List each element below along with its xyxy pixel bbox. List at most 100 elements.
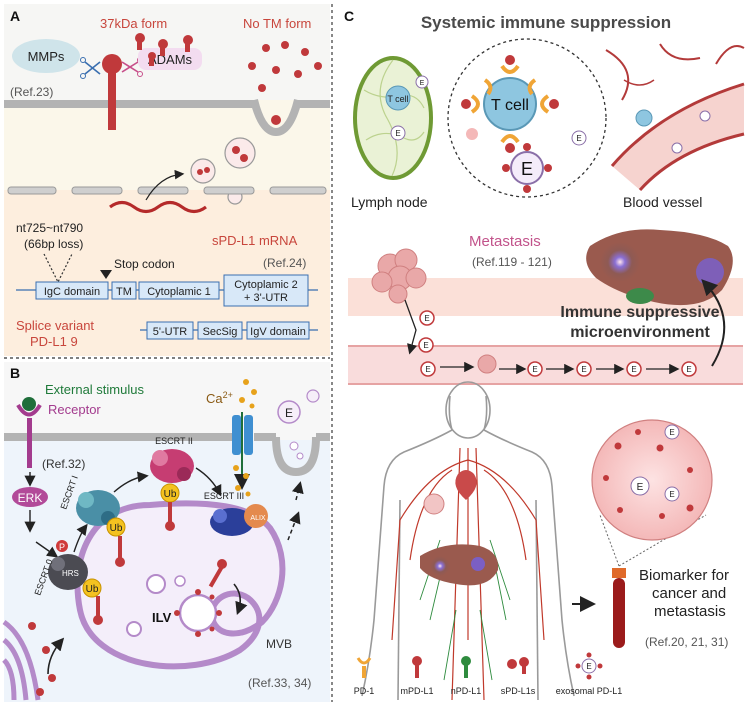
legend-npdl1-icon: [461, 656, 471, 678]
lymph-exosome-2: E: [415, 75, 429, 89]
receptor-label: Receptor: [48, 402, 101, 417]
escrt3-label: ESCRT III: [204, 491, 244, 501]
legend-spdl1s-label: sPD-L1s: [501, 686, 536, 696]
primary-tumor: [371, 248, 427, 304]
small-ilv: [146, 574, 166, 594]
spdl1-mrna-squiggle: [109, 200, 207, 214]
exon-cyto2-label-2: + 3'-UTR: [244, 292, 288, 304]
zoom-pdl1-bound: [461, 55, 559, 153]
ilv-vesicle: [174, 589, 222, 637]
small-exosome-b-2: [296, 452, 304, 460]
golgi-to-escrt0-arrow: [47, 637, 65, 675]
nt-range-label: nt725~nt790: [16, 221, 83, 235]
zoom-exosome-small-e: E: [576, 134, 581, 143]
vessel-tcell: [635, 109, 653, 127]
metastasis-exosome-6-e: E: [631, 365, 636, 374]
lymph-node: [353, 56, 433, 180]
phospho-label: P: [59, 542, 65, 552]
released-exosome-b-2: [306, 389, 320, 403]
calcium-label: Ca2+: [206, 390, 233, 406]
mvb-pdl1-cargo: [93, 502, 227, 625]
intravasation-arrow: [404, 299, 418, 355]
exon-tm: [111, 281, 137, 300]
blood-vessel-label: Blood vessel: [623, 194, 702, 210]
ub-label-1: Ub: [110, 523, 123, 534]
secretory-vesicle-2: [224, 137, 256, 169]
metastasis-label: Metastasis: [469, 233, 541, 250]
export-arrow: [145, 169, 185, 201]
nuclear-envelope: [7, 186, 327, 195]
blood-vessel: [605, 43, 745, 192]
blood-pdl1-dots: [603, 429, 694, 519]
zoom-pd1-receptors: [470, 64, 550, 144]
exocytosis-pit: [272, 436, 320, 477]
blood-zoom-circle: [591, 419, 713, 541]
budding-arrow: [233, 583, 248, 615]
exon-cyto1: [138, 281, 220, 300]
external-stimulus-label: External stimulus: [45, 382, 144, 397]
released-exosome-b: E: [277, 400, 301, 424]
exon-cyto2: [223, 274, 309, 307]
legend-mpdl1-label: mPD-L1: [400, 686, 433, 696]
calcium-channel: [232, 412, 253, 490]
legend: PD-1 mPD-L1 nPD-L1 sPD-L1s E exosomal PD…: [354, 652, 623, 696]
escrt1-to-escrt2-arrow: [113, 471, 149, 493]
lymph-node-label: Lymph node: [351, 194, 428, 210]
blood-exosomes: E E E: [630, 424, 680, 502]
escrt2-complex: [150, 449, 194, 483]
panel-a-cytosol: [4, 100, 330, 190]
biomarker-label-1: Biomarker for: [639, 567, 729, 584]
metastasis-exosome-7-e: E: [686, 365, 691, 374]
erk-node: [12, 487, 48, 507]
ref119-label: (Ref.119 - 121): [472, 255, 552, 269]
legend-pd1-icon: [356, 657, 372, 678]
pit-spdl1: [271, 115, 281, 125]
body-liver: [420, 544, 499, 586]
metastasis-exosome-2-e: E: [423, 341, 428, 350]
legend-spdl1s-icon: [507, 657, 529, 674]
adams-label: ADAMs: [148, 52, 193, 67]
liver-metastasis: [586, 229, 733, 306]
panel-c-title: Systemic immune suppression: [421, 13, 671, 32]
zoom-tcell-label: T cell: [491, 97, 529, 114]
exon-cyto2-label-1: Cytoplamic 2: [234, 279, 298, 291]
zoom-exosome-small: E: [571, 130, 587, 146]
metastasis-exosomes: E E E E E E E: [418, 310, 697, 377]
lymph-tcell: T cell: [385, 85, 411, 111]
mvb-fusion-arrow: [287, 511, 301, 541]
mrna-label: sPD-L1 mRNA: [212, 233, 298, 248]
membrane-pdl1: [102, 54, 122, 130]
legend-exo-label: exosomal PD-L1: [556, 686, 623, 696]
ims-label-1: Immune suppressive: [560, 304, 719, 321]
hrs-label: HRS: [62, 569, 79, 578]
ilv-label: ILV: [152, 610, 172, 625]
phospho-badge: [56, 540, 68, 552]
lymph-exosome-e: E: [395, 129, 400, 138]
blood-tube-icon: [612, 568, 626, 648]
escrt2-to-escrt3-arrow: [195, 467, 222, 497]
mvb-fusion-arrow-2: [291, 481, 304, 501]
escrt0-complex: [48, 554, 88, 590]
stop-codon-label: Stop codon: [114, 257, 175, 271]
splice-variant-label-1: Splice variant: [16, 318, 94, 333]
ref32-label: (Ref.32): [42, 457, 85, 471]
legend-npdl1-label: nPD-L1: [451, 686, 482, 696]
blood-exosome-3-e: E: [669, 490, 674, 499]
escrt2-label: ESCRT II: [155, 436, 193, 446]
lymph-tcell-label: T cell: [387, 94, 408, 104]
biomarker-label-2: cancer and: [652, 585, 726, 602]
released-exosome-b-e: E: [285, 406, 293, 420]
exon-igv-label: IgV domain: [250, 326, 306, 338]
no-tm-form-label: No TM form: [243, 16, 311, 31]
zoom-exosome: E: [502, 143, 552, 193]
flow-arrows: [440, 361, 680, 375]
exon-igc-label: IgC domain: [44, 286, 100, 298]
plasma-membrane-a: [4, 100, 254, 108]
alix-label: ALIX: [250, 515, 266, 522]
metastasis-exosome-3-e: E: [425, 365, 430, 374]
zoom-line-left: [599, 514, 620, 567]
plasma-membrane-b-gap: [254, 433, 276, 441]
legend-mpdl1-icon: [412, 656, 422, 678]
